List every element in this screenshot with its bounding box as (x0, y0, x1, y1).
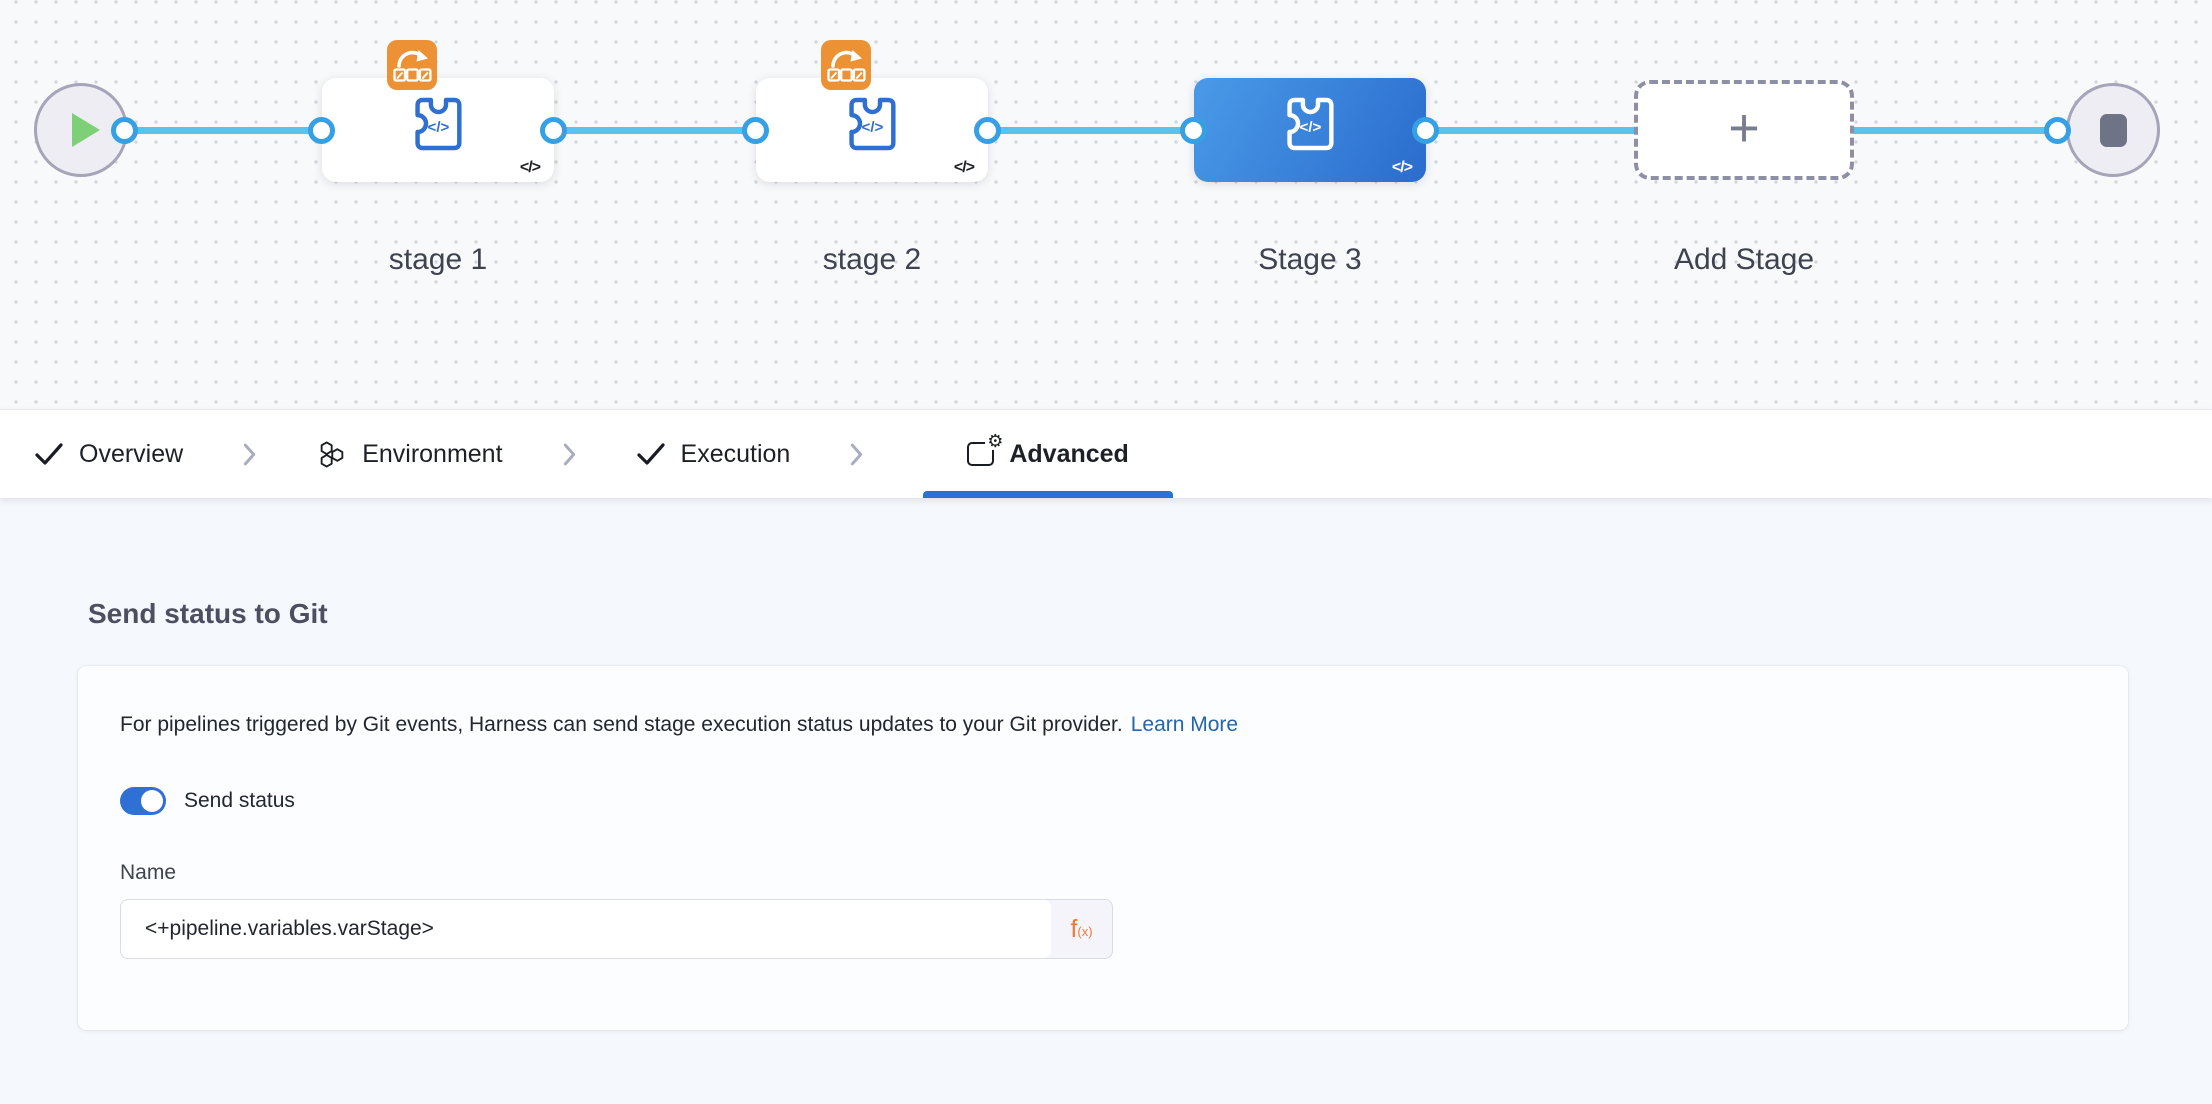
deploy-stage-badge-icon (821, 40, 871, 90)
connector-line (554, 127, 756, 134)
connector-port (308, 117, 335, 144)
section-heading: Send status to Git (88, 598, 328, 629)
expression-fx-button[interactable]: f(x) (1051, 900, 1112, 958)
fx-sub-label: (x) (1077, 923, 1093, 939)
connector-line (125, 127, 322, 134)
learn-more-link[interactable]: Learn More (1130, 713, 1239, 736)
send-status-toggle[interactable] (120, 787, 166, 815)
toggle-knob (141, 790, 163, 812)
name-input-group: f(x) (120, 899, 1113, 959)
environment-hexagons-icon (320, 440, 344, 468)
svg-text:</>: </> (428, 119, 450, 136)
tab-label: Overview (79, 439, 184, 468)
connector-port (540, 117, 567, 144)
chevron-right-icon (563, 443, 576, 466)
description-text: For pipelines triggered by Git events, H… (120, 713, 1123, 736)
deploy-stage-badge-icon (387, 40, 437, 90)
tab-label: Advanced (1009, 439, 1129, 468)
chevron-right-icon (850, 443, 863, 466)
connector-line (1426, 127, 1634, 134)
tab-execution[interactable]: Execution (636, 410, 791, 498)
stage-label: stage 1 (388, 243, 488, 276)
custom-stage-icon: </> (849, 97, 896, 151)
connector-port (111, 117, 138, 144)
yaml-code-toggle[interactable]: </> (1391, 159, 1413, 176)
yaml-code-toggle[interactable]: </> (519, 159, 541, 176)
advanced-tab-content: Send status to Git For pipelines trigger… (0, 498, 2212, 1104)
connector-port (1412, 117, 1439, 144)
plus-icon: + (1728, 98, 1760, 158)
stage-node-stage-1[interactable]: </> </> (322, 78, 554, 182)
connector-port (1180, 117, 1207, 144)
custom-stage-icon: </> (1287, 97, 1334, 151)
name-input[interactable] (121, 900, 1051, 958)
stage-label: stage 2 (822, 243, 922, 276)
advanced-settings-icon: ⚙ (967, 432, 1004, 466)
connector-line (988, 127, 1194, 134)
connector-port (2044, 117, 2071, 144)
chevron-right-icon (243, 443, 256, 466)
send-status-row: Send status (120, 787, 2128, 815)
stage-node-stage-2[interactable]: </> </> (756, 78, 988, 182)
tab-label: Execution (680, 439, 791, 468)
tab-label: Environment (362, 439, 503, 468)
yaml-code-toggle[interactable]: </> (953, 159, 975, 176)
tab-advanced[interactable]: ⚙ Advanced (923, 410, 1173, 498)
pipeline-end-node (2066, 83, 2160, 177)
stage-config-tabbar: Overview Environment Execution ⚙ Advance… (0, 409, 2212, 498)
connector-port (742, 117, 769, 144)
tab-environment[interactable]: Environment (316, 410, 503, 498)
add-stage-button[interactable]: + (1634, 80, 1854, 180)
send-status-card: For pipelines triggered by Git events, H… (78, 666, 2128, 1030)
play-icon (71, 113, 100, 147)
gear-icon: ⚙ (985, 431, 1004, 451)
connector-line (1854, 127, 2058, 134)
svg-text:</>: </> (1300, 119, 1322, 136)
card-description: For pipelines triggered by Git events, H… (120, 713, 2128, 737)
check-icon (636, 443, 665, 465)
toggle-label: Send status (184, 789, 295, 812)
fx-label: f (1070, 914, 1078, 943)
active-tab-underline (923, 491, 1173, 498)
pipeline-canvas[interactable]: </> </> </> </> </> </> (0, 0, 2212, 409)
check-icon (35, 443, 63, 465)
tab-overview[interactable]: Overview (34, 410, 183, 498)
name-field-label: Name (120, 861, 177, 884)
svg-text:</>: </> (862, 119, 884, 136)
add-stage-label: Add Stage (1673, 243, 1815, 276)
custom-stage-icon: </> (415, 97, 462, 151)
stage-label: Stage 3 (1258, 243, 1362, 276)
stage-node-stage-3-selected[interactable]: </> </> (1194, 78, 1426, 182)
stop-icon (2099, 113, 2127, 147)
connector-port (974, 117, 1001, 144)
